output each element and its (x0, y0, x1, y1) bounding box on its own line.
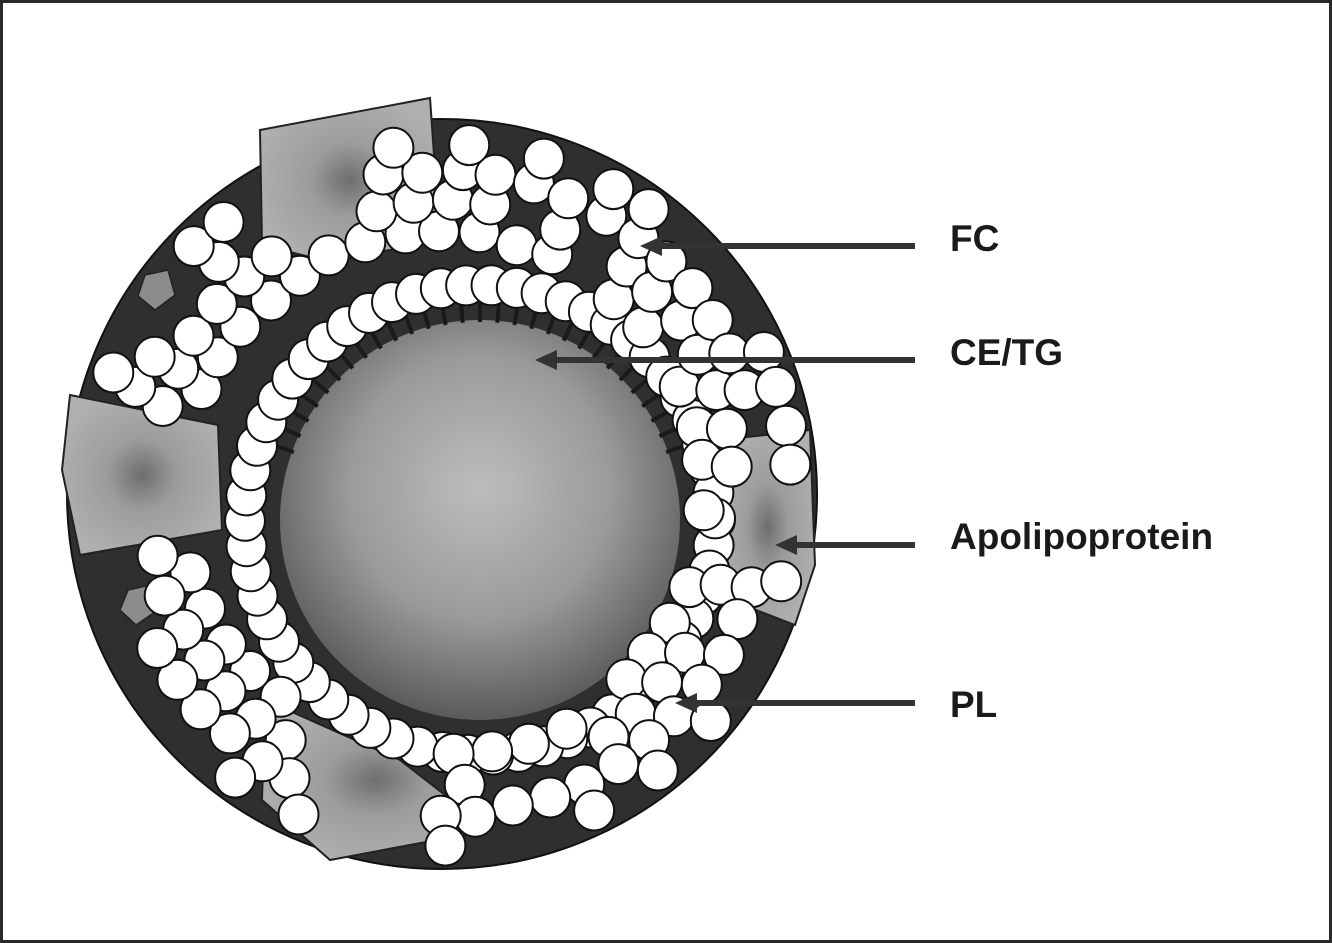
phospholipid-head (530, 778, 570, 818)
label-ce-tg: CE/TG (950, 334, 1063, 371)
phospholipid-head (472, 731, 512, 771)
phospholipid-head (547, 709, 587, 749)
phospholipid-head (638, 751, 678, 791)
phospholipid-head (137, 628, 177, 668)
phospholipid-head (766, 406, 806, 446)
phospholipid-head (574, 791, 614, 831)
phospholipid-head (761, 561, 801, 601)
phospholipid-head (684, 490, 724, 530)
phospholipid-head (373, 128, 413, 168)
phospholipid-head (93, 353, 133, 393)
phospholipid-head (707, 409, 747, 449)
phospholipid-head (548, 178, 588, 218)
phospholipid-head (623, 307, 663, 347)
phospholipid-head (449, 125, 489, 165)
phospholipid-head (252, 236, 292, 276)
phospholipid-head (497, 225, 537, 265)
phospholipid-head (279, 795, 319, 835)
phospholipid-head (135, 337, 175, 377)
phospholipid-head (756, 367, 796, 407)
phospholipid-head (215, 758, 255, 798)
phospholipid-head (717, 599, 757, 639)
label-fc: FC (950, 220, 999, 257)
phospholipid-head (629, 189, 669, 229)
phospholipid-head (204, 202, 244, 242)
phospholipid-head (606, 659, 646, 699)
phospholipid-head (493, 786, 533, 826)
label-apolipoprotein: Apolipoprotein (950, 518, 1213, 555)
phospholipid-head (509, 724, 549, 764)
label-pl: PL (950, 686, 997, 723)
phospholipid-head (309, 235, 349, 275)
phospholipid-head (425, 826, 465, 866)
phospholipid-head (357, 191, 397, 231)
phospholipid-head (712, 447, 752, 487)
phospholipid-head (593, 169, 633, 209)
phospholipid-head (145, 576, 185, 616)
phospholipid-head (524, 139, 564, 179)
phospholipid-head (770, 445, 810, 485)
phospholipid-head (138, 536, 178, 576)
